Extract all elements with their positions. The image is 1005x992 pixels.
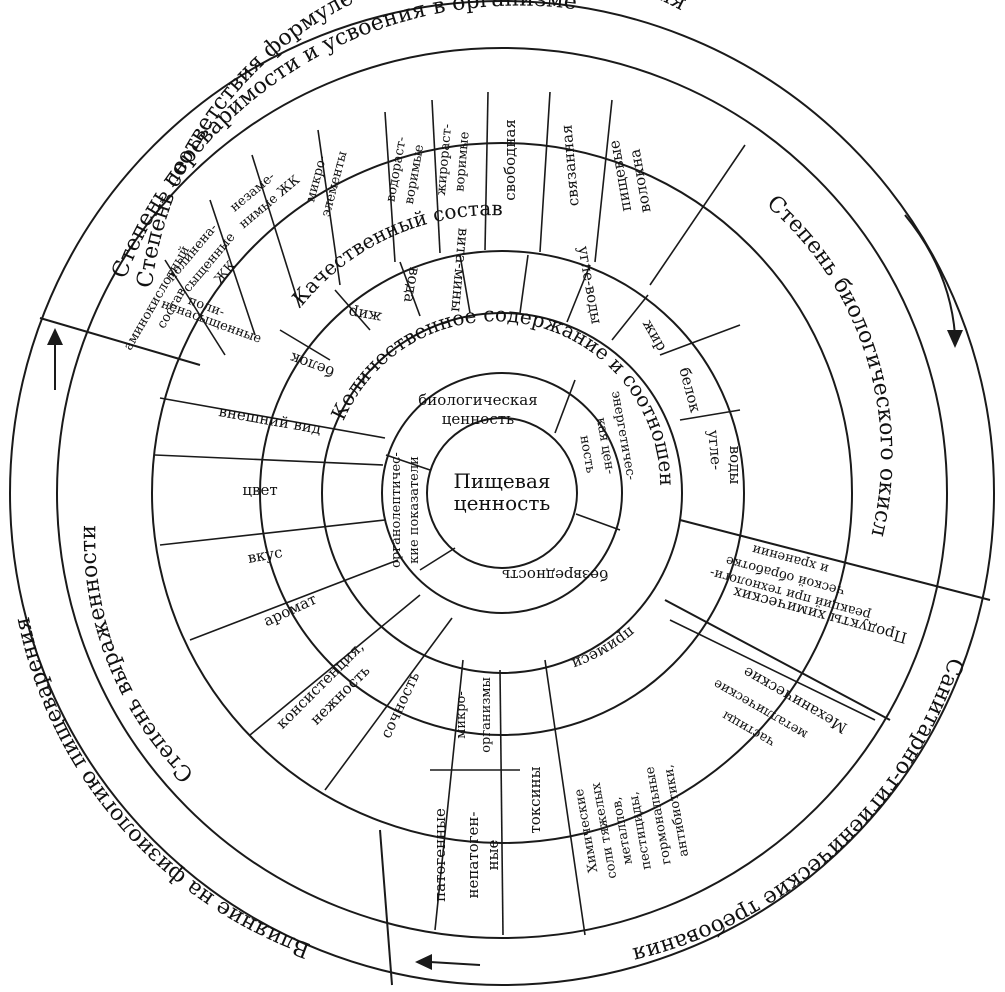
- organoleptic-line1: органолептичес-: [389, 452, 404, 568]
- org-aroma: аромат: [261, 590, 320, 630]
- divider-upper-left: [39, 317, 201, 366]
- bio-value-line2: ценность: [442, 410, 514, 428]
- div-u2: [317, 129, 341, 286]
- div-b5: [669, 619, 876, 721]
- div-q5: [566, 264, 591, 323]
- quantity-fat: жир: [639, 316, 671, 354]
- micro-nonpath-line2: ные: [484, 839, 502, 870]
- div-q1: [334, 289, 371, 331]
- outer-ring-inner-edge: [56, 47, 948, 939]
- seg-free-water: свободная: [501, 119, 519, 201]
- div-o3: [159, 519, 386, 546]
- divider-inner-2: [575, 513, 621, 531]
- div-r1: [659, 324, 741, 356]
- divider-right: [679, 519, 991, 601]
- org-appearance: внешний вид: [217, 402, 322, 438]
- micro-line2: организмы: [479, 677, 494, 753]
- div-u10: [164, 259, 226, 356]
- quantitative-content-label: Количественное содержание и соотношение: [0, 0, 679, 486]
- quantity-carbs-line2: воды: [726, 446, 744, 485]
- div-o2: [154, 454, 384, 466]
- div-q3: [459, 254, 471, 314]
- div-q4: [519, 254, 529, 314]
- seg-bound-water: связанная: [557, 124, 582, 207]
- micro-line1: микро-: [454, 691, 469, 738]
- div-o4: [189, 559, 399, 641]
- outer-ring-edge: [9, 0, 995, 986]
- quantity-protein: белок: [675, 366, 704, 416]
- div-q7: [279, 329, 331, 361]
- arrow-right-icon: [904, 214, 963, 348]
- div-u1: [251, 154, 301, 309]
- arrow-bottom-icon: [415, 954, 481, 970]
- outer-bottom-left-label: Влияние на физиологию пищеварения: [10, 615, 313, 963]
- organoleptic-line2: кие показатели: [407, 456, 422, 564]
- quality-protein: белок: [287, 348, 337, 381]
- micro-nonpath-line1: непатоген-: [464, 812, 482, 899]
- inner-ring: [381, 372, 623, 614]
- org-color: цвет: [242, 481, 277, 499]
- energy-value-line3: ность: [576, 434, 597, 474]
- div-u8: [649, 144, 746, 286]
- seg-fatsol-line2: воримые: [452, 131, 472, 193]
- div-o5: [249, 594, 421, 736]
- divider-inner-4: [385, 454, 431, 471]
- div-q2: [399, 261, 421, 317]
- div-o6: [324, 617, 453, 791]
- div-b3: [544, 659, 586, 936]
- divider-right-lower: [664, 599, 891, 721]
- div-u6: [539, 91, 551, 253]
- divider-inner-1: [554, 379, 576, 434]
- quality-vitamins: вита-мины: [447, 227, 472, 313]
- quality-carbs: угле-воды: [574, 245, 605, 326]
- qualitative-ring: [259, 250, 745, 736]
- center-title-line2: ценность: [454, 491, 551, 515]
- quality-water: вода: [400, 266, 424, 304]
- safety-label: безвредность: [502, 566, 608, 584]
- div-q6: [611, 294, 649, 341]
- bio-value-line1: биологическая: [418, 391, 537, 409]
- div-b2: [499, 669, 504, 936]
- div-u5: [484, 91, 489, 251]
- impurities-label: примеси: [569, 623, 638, 673]
- org-taste: вкус: [246, 543, 284, 567]
- micro-toxins: токсины: [526, 766, 544, 833]
- divider-inner-3: [419, 547, 456, 571]
- center-circle: [426, 417, 578, 569]
- seg-fatsol-line1: жирораст-: [434, 123, 455, 196]
- divider-bottom: [379, 829, 393, 986]
- quality-fat: жир: [347, 303, 383, 327]
- div-b1: [434, 659, 464, 931]
- div-u4: [431, 99, 441, 254]
- quantity-carbs-line1: угле-: [704, 429, 725, 471]
- div-u7: [594, 99, 613, 263]
- quantitative-ring: [321, 312, 683, 674]
- div-r2: [679, 409, 741, 421]
- center-title-line1: Пищевая: [453, 469, 550, 493]
- div-u9: [209, 199, 256, 336]
- micro-pathogenic: патогенные: [431, 808, 449, 902]
- div-o1: [159, 397, 386, 439]
- div-u3: [384, 111, 396, 263]
- arrow-left-icon: [47, 328, 63, 390]
